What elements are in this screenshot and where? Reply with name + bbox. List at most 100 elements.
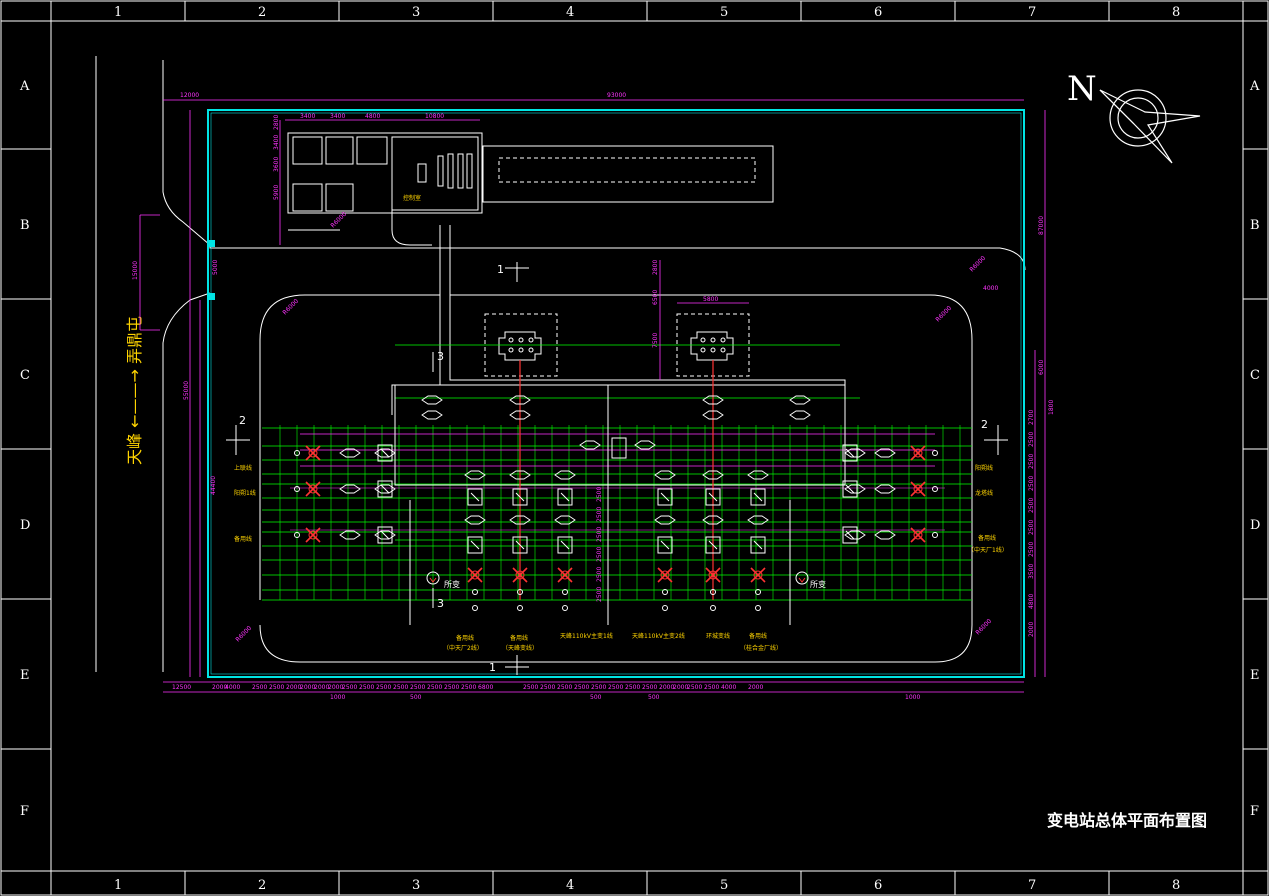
breaker-diagonal xyxy=(470,492,480,502)
pole-node xyxy=(932,532,938,538)
column-ref-top: 5 xyxy=(720,5,728,20)
breaker-diagonal xyxy=(560,492,570,502)
bay-label-right-2: 龙塔线 xyxy=(975,489,993,497)
disconnector-symbol xyxy=(844,484,866,494)
dim-corner-radius: R6000 xyxy=(968,255,987,274)
dim-building-width: 3400 xyxy=(330,113,345,120)
row-ref-right: F xyxy=(1250,804,1259,819)
bay-frame-right xyxy=(607,384,846,486)
dim-center-stack: 2500 xyxy=(596,567,603,582)
breaker-symbol xyxy=(467,488,483,506)
breaker-symbol xyxy=(750,488,766,506)
disconnector-symbol xyxy=(339,484,361,494)
dim-building-depth: 5900 xyxy=(273,185,280,200)
disconnector-symbol xyxy=(509,395,531,405)
dim-bottom-segment: 2500 xyxy=(252,684,267,691)
column-ref-bottom: 2 xyxy=(258,878,266,893)
column-ref-top: 8 xyxy=(1172,5,1180,20)
bay-frame-left xyxy=(394,384,609,486)
dim-right-stack: 2000 xyxy=(1028,622,1035,637)
dim-top-offset: 12000 xyxy=(180,92,199,99)
lightning-arrester-ring xyxy=(470,570,480,580)
dim-building-width: 10800 xyxy=(425,113,444,120)
dim-bottom-segment: 2000 xyxy=(328,684,343,691)
lightning-arrester-symbol xyxy=(512,567,528,583)
bay-label-bottom-5: 天峰110kV主变1线 xyxy=(560,632,613,640)
section-3-top: 3 xyxy=(437,350,444,363)
column-ref-bottom: 7 xyxy=(1028,878,1036,893)
dimension-lines xyxy=(139,99,1046,693)
dim-right-small: 1800 xyxy=(1048,400,1055,415)
disconnector-symbol xyxy=(747,515,769,525)
bay-label-bottom-4: （天峰变线） xyxy=(502,644,538,652)
row-ref-left: E xyxy=(20,668,30,683)
site-boundary xyxy=(207,109,1025,678)
pole-node xyxy=(562,589,568,595)
breaker-diagonal xyxy=(380,484,390,494)
dim-road-offset: 15000 xyxy=(132,261,139,280)
dim-site-depth-right: 87000 xyxy=(1038,216,1045,235)
column-ref-top: 2 xyxy=(258,5,266,20)
column-ref-top: 3 xyxy=(412,5,420,20)
disconnector-symbol xyxy=(339,448,361,458)
breaker-symbol xyxy=(705,536,721,554)
aux-transformer-left-label: 所变 xyxy=(444,579,460,589)
dim-bottom-offset: 1000 xyxy=(330,694,345,701)
breaker-symbol xyxy=(512,536,528,554)
disconnector-symbol xyxy=(509,515,531,525)
dim-center-stack: 2500 xyxy=(596,527,603,542)
breaker-diagonal xyxy=(753,492,763,502)
lightning-arrester-ring xyxy=(913,448,923,458)
disconnector-symbol xyxy=(789,410,811,420)
dim-transformer-depth: 7500 xyxy=(652,333,659,348)
dim-building-depth: 2800 xyxy=(273,115,280,130)
row-ref-right: A xyxy=(1249,79,1260,94)
breaker-symbol xyxy=(657,488,673,506)
disconnector-symbol xyxy=(789,395,811,405)
aux-transformer-symbol xyxy=(426,571,440,585)
breaker-diagonal xyxy=(845,530,855,540)
disconnector-symbol xyxy=(874,448,896,458)
breaker-diagonal xyxy=(560,540,570,550)
pole-node xyxy=(755,605,761,611)
control-building xyxy=(287,132,774,214)
bay-label-bottom-6: 天峰110kV主变2线 xyxy=(632,632,685,640)
disconnector-symbol xyxy=(874,484,896,494)
disconnector-symbol xyxy=(844,530,866,540)
lightning-arrester-symbol xyxy=(910,445,926,461)
switchyard-busbar-grid xyxy=(262,344,972,625)
dim-bottom-segment: 2500 xyxy=(704,684,719,691)
pole-node xyxy=(662,589,668,595)
disconnector-symbol xyxy=(421,395,443,405)
breaker-symbol xyxy=(842,480,858,498)
dim-site-depth: 55000 xyxy=(183,381,190,400)
row-ref-left: C xyxy=(20,368,30,383)
lightning-arrester-symbol xyxy=(750,567,766,583)
row-ref-left: D xyxy=(20,518,30,533)
pole-node xyxy=(755,589,761,595)
lightning-arrester-symbol xyxy=(705,567,721,583)
disconnector-symbol xyxy=(554,470,576,480)
breaker-diagonal xyxy=(845,448,855,458)
dim-bottom-segment: 2000 xyxy=(300,684,315,691)
disconnector-symbol xyxy=(421,410,443,420)
dim-bottom-segment: 6800 xyxy=(478,684,493,691)
dim-bottom-segment: 2500 xyxy=(410,684,425,691)
dim-bottom-segment: 12500 xyxy=(172,684,191,691)
bay-label-right-3: 备用线 xyxy=(978,534,996,542)
dim-bottom-segment: 2000 xyxy=(212,684,227,691)
dim-bottom-segment: 2500 xyxy=(427,684,442,691)
section-markers xyxy=(226,262,1008,675)
dim-right-stack: 2500 xyxy=(1028,454,1035,469)
dim-bottom-segment: 2500 xyxy=(393,684,408,691)
breaker-symbol xyxy=(705,488,721,506)
dim-bottom-segment: 2500 xyxy=(444,684,459,691)
aux-transformer-symbol xyxy=(795,571,809,585)
column-ref-top: 6 xyxy=(874,5,882,20)
dim-bottom-segment: 2500 xyxy=(359,684,374,691)
lightning-arrester-symbol xyxy=(305,481,321,497)
dim-bottom-segment: 2500 xyxy=(625,684,640,691)
bay-label-left-2: 阳朔1线 xyxy=(234,489,256,497)
road-label: 天峰 ←——→ 弄鼎屯 xyxy=(125,316,144,465)
dim-bottom-segment: 2500 xyxy=(687,684,702,691)
